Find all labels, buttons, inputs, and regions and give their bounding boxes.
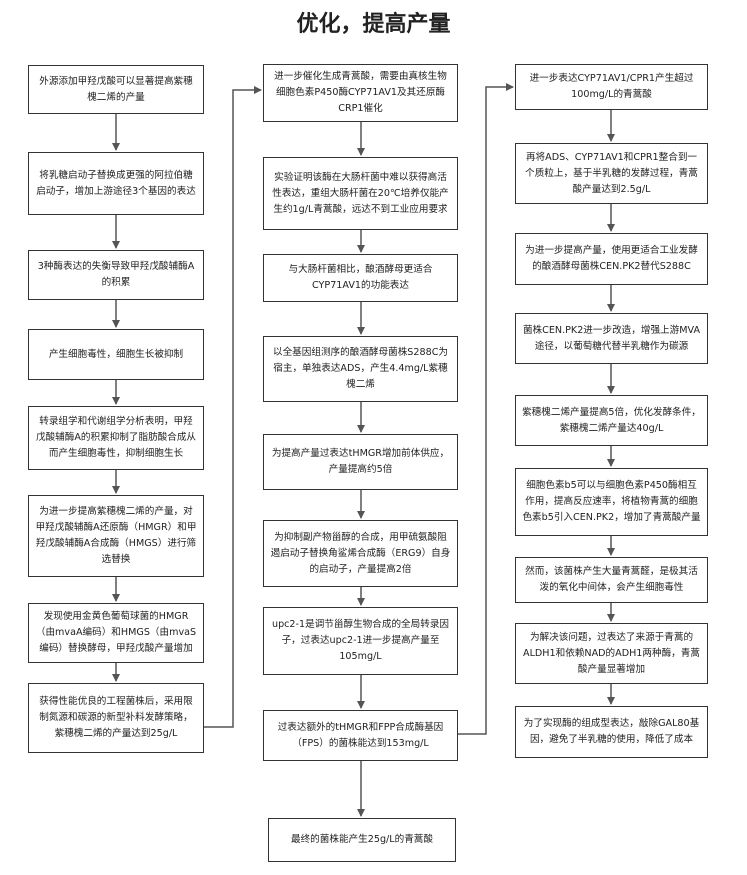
flow-box-c2-4: 以全基因组测序的酿酒酵母菌株S288C为宿主，单独表达ADS，产生4.4mg/L… [263,336,458,402]
flow-box-c1-3: 3种酶表达的失衡导致甲羟戊酸辅酶A的积累 [28,250,204,300]
flow-box-c1-4: 产生细胞毒性，细胞生长被抑制 [28,329,204,380]
flow-box-c1-6: 为进一步提高紫穗槐二烯的产量，对甲羟戊酸辅酶A还原酶（HMGR）和甲羟戊酸辅酶A… [28,495,204,577]
flow-box-c2-2: 实验证明该酶在大肠杆菌中难以获得高活性表达，重组大肠杆菌在20℃培养仅能产生约1… [263,157,458,230]
flow-box-c3-6: 细胞色素b5可以与细胞色素P450酶相互作用，提高反应速率，将植物青蒿的细胞色素… [515,468,708,536]
flow-box-c1-8: 获得性能优良的工程菌株后，采用限制氮源和碳源的新型补料发酵策略，紫穗槐二烯的产量… [28,683,204,753]
page-title: 优化，提高产量 [296,12,451,37]
flow-box-c1-2: 将乳糖启动子替换成更强的阿拉伯糖启动子，增加上游途径3个基因的表达 [28,152,204,215]
flow-box-c2-8: 过表达额外的tHMGR和FPP合成酶基因（FPS）的菌株能达到153mg/L [263,710,458,761]
flow-box-c3-3: 为进一步提高产量，使用更适合工业发酵的酿酒酵母菌株CEN.PK2替代S288C [515,233,708,285]
flow-box-c3-9: 为了实现酶的组成型表达，敲除GAL80基因，避免了半乳糖的使用，降低了成本 [515,706,708,758]
flow-box-c3-8: 为解决该问题，过表达了来源于青蒿的ALDH1和依赖NAD的ADH1两种酶，青蒿酸… [515,623,708,684]
flow-box-c1-7: 发现使用金黄色葡萄球菌的HMGR（由mvaA编码）和HMGS（由mvaS编码）替… [28,603,204,663]
flow-box-c1-5: 转录组学和代谢组学分析表明，甲羟戊酸辅酶A的积累抑制了脂肪酸合成从而产生细胞毒性… [28,406,204,470]
flow-box-final: 最终的菌株能产生25g/L的青蒿酸 [268,818,456,862]
flow-box-c3-5: 紫穗槐二烯产量提高5倍，优化发酵条件，紫穗槐二烯产量达40g/L [515,395,708,446]
flow-box-c3-1: 进一步表达CYP71AV1/CPR1产生超过100mg/L的青蒿酸 [515,64,708,110]
flow-box-c2-3: 与大肠杆菌相比，酿酒酵母更适合CYP71AV1的功能表达 [263,254,458,302]
flow-box-c3-2: 再将ADS、CYP71AV1和CPR1整合到一个质粒上，基于半乳糖的发酵过程，青… [515,143,708,204]
flow-box-c1-1: 外源添加甲羟戊酸可以显著提高紫穗槐二烯的产量 [28,65,204,114]
arrow-c1-to-c2 [204,86,262,728]
arrow-c2-to-c3 [458,83,514,735]
flow-box-c2-1: 进一步催化生成青蒿酸，需要由真核生物细胞色素P450酶CYP71AV1及其还原酶… [263,64,458,122]
flow-box-c2-5: 为提高产量过表达tHMGR增加前体供应，产量提高约5倍 [263,434,458,490]
flow-box-c2-6: 为抑制副产物甾醇的合成，用甲硫氨酸阻遏启动子替换角鲨烯合成酶（ERG9）自身的启… [263,520,458,587]
flow-box-c3-7: 然而，该菌株产生大量青蒿醛，是极其活泼的氧化中间体，会产生细胞毒性 [515,557,708,603]
flow-box-c3-4: 菌株CEN.PK2进一步改造，增强上游MVA途径，以葡萄糖代替半乳糖作为碳源 [515,313,708,364]
flow-box-c2-7: upc2-1是调节甾醇生物合成的全局转录因子，过表达upc2-1进一步提高产量至… [263,607,458,675]
